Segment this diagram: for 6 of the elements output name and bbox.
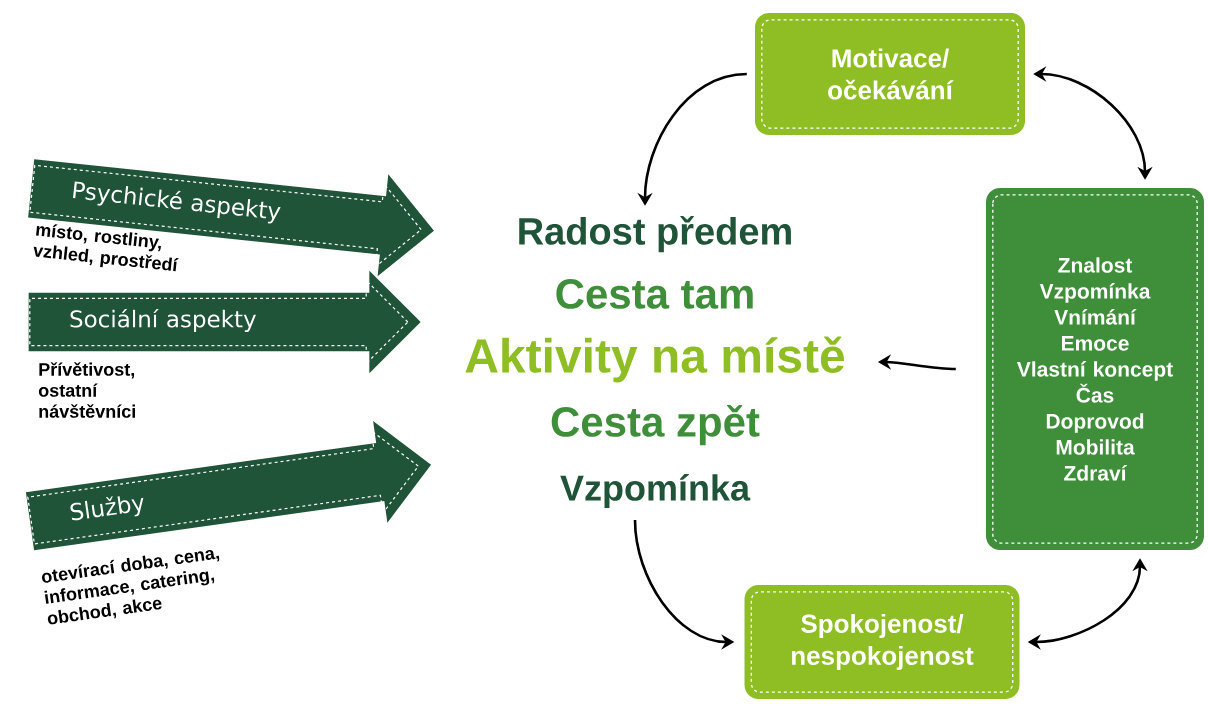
rounded-box: Spokojenost/ nespokojenost: [744, 585, 1020, 699]
phase-list: Radost předem Cesta tam Aktivity na místě Cesta zpět Vzpomínka: [465, 216, 845, 508]
caption-text: místo, rostliny, vzhled, prostředí: [33, 224, 179, 272]
rounded-box: Motivace/ očekávání: [755, 13, 1025, 135]
rounded-box: Znalost Vzpomínka Vnímání Emoce Vlastní koncept Čas Doprovod Mobilita Zdraví: [986, 188, 1204, 550]
caption-text: otevírací doba, cena, informace, catering, obchod, akce: [42, 549, 220, 625]
